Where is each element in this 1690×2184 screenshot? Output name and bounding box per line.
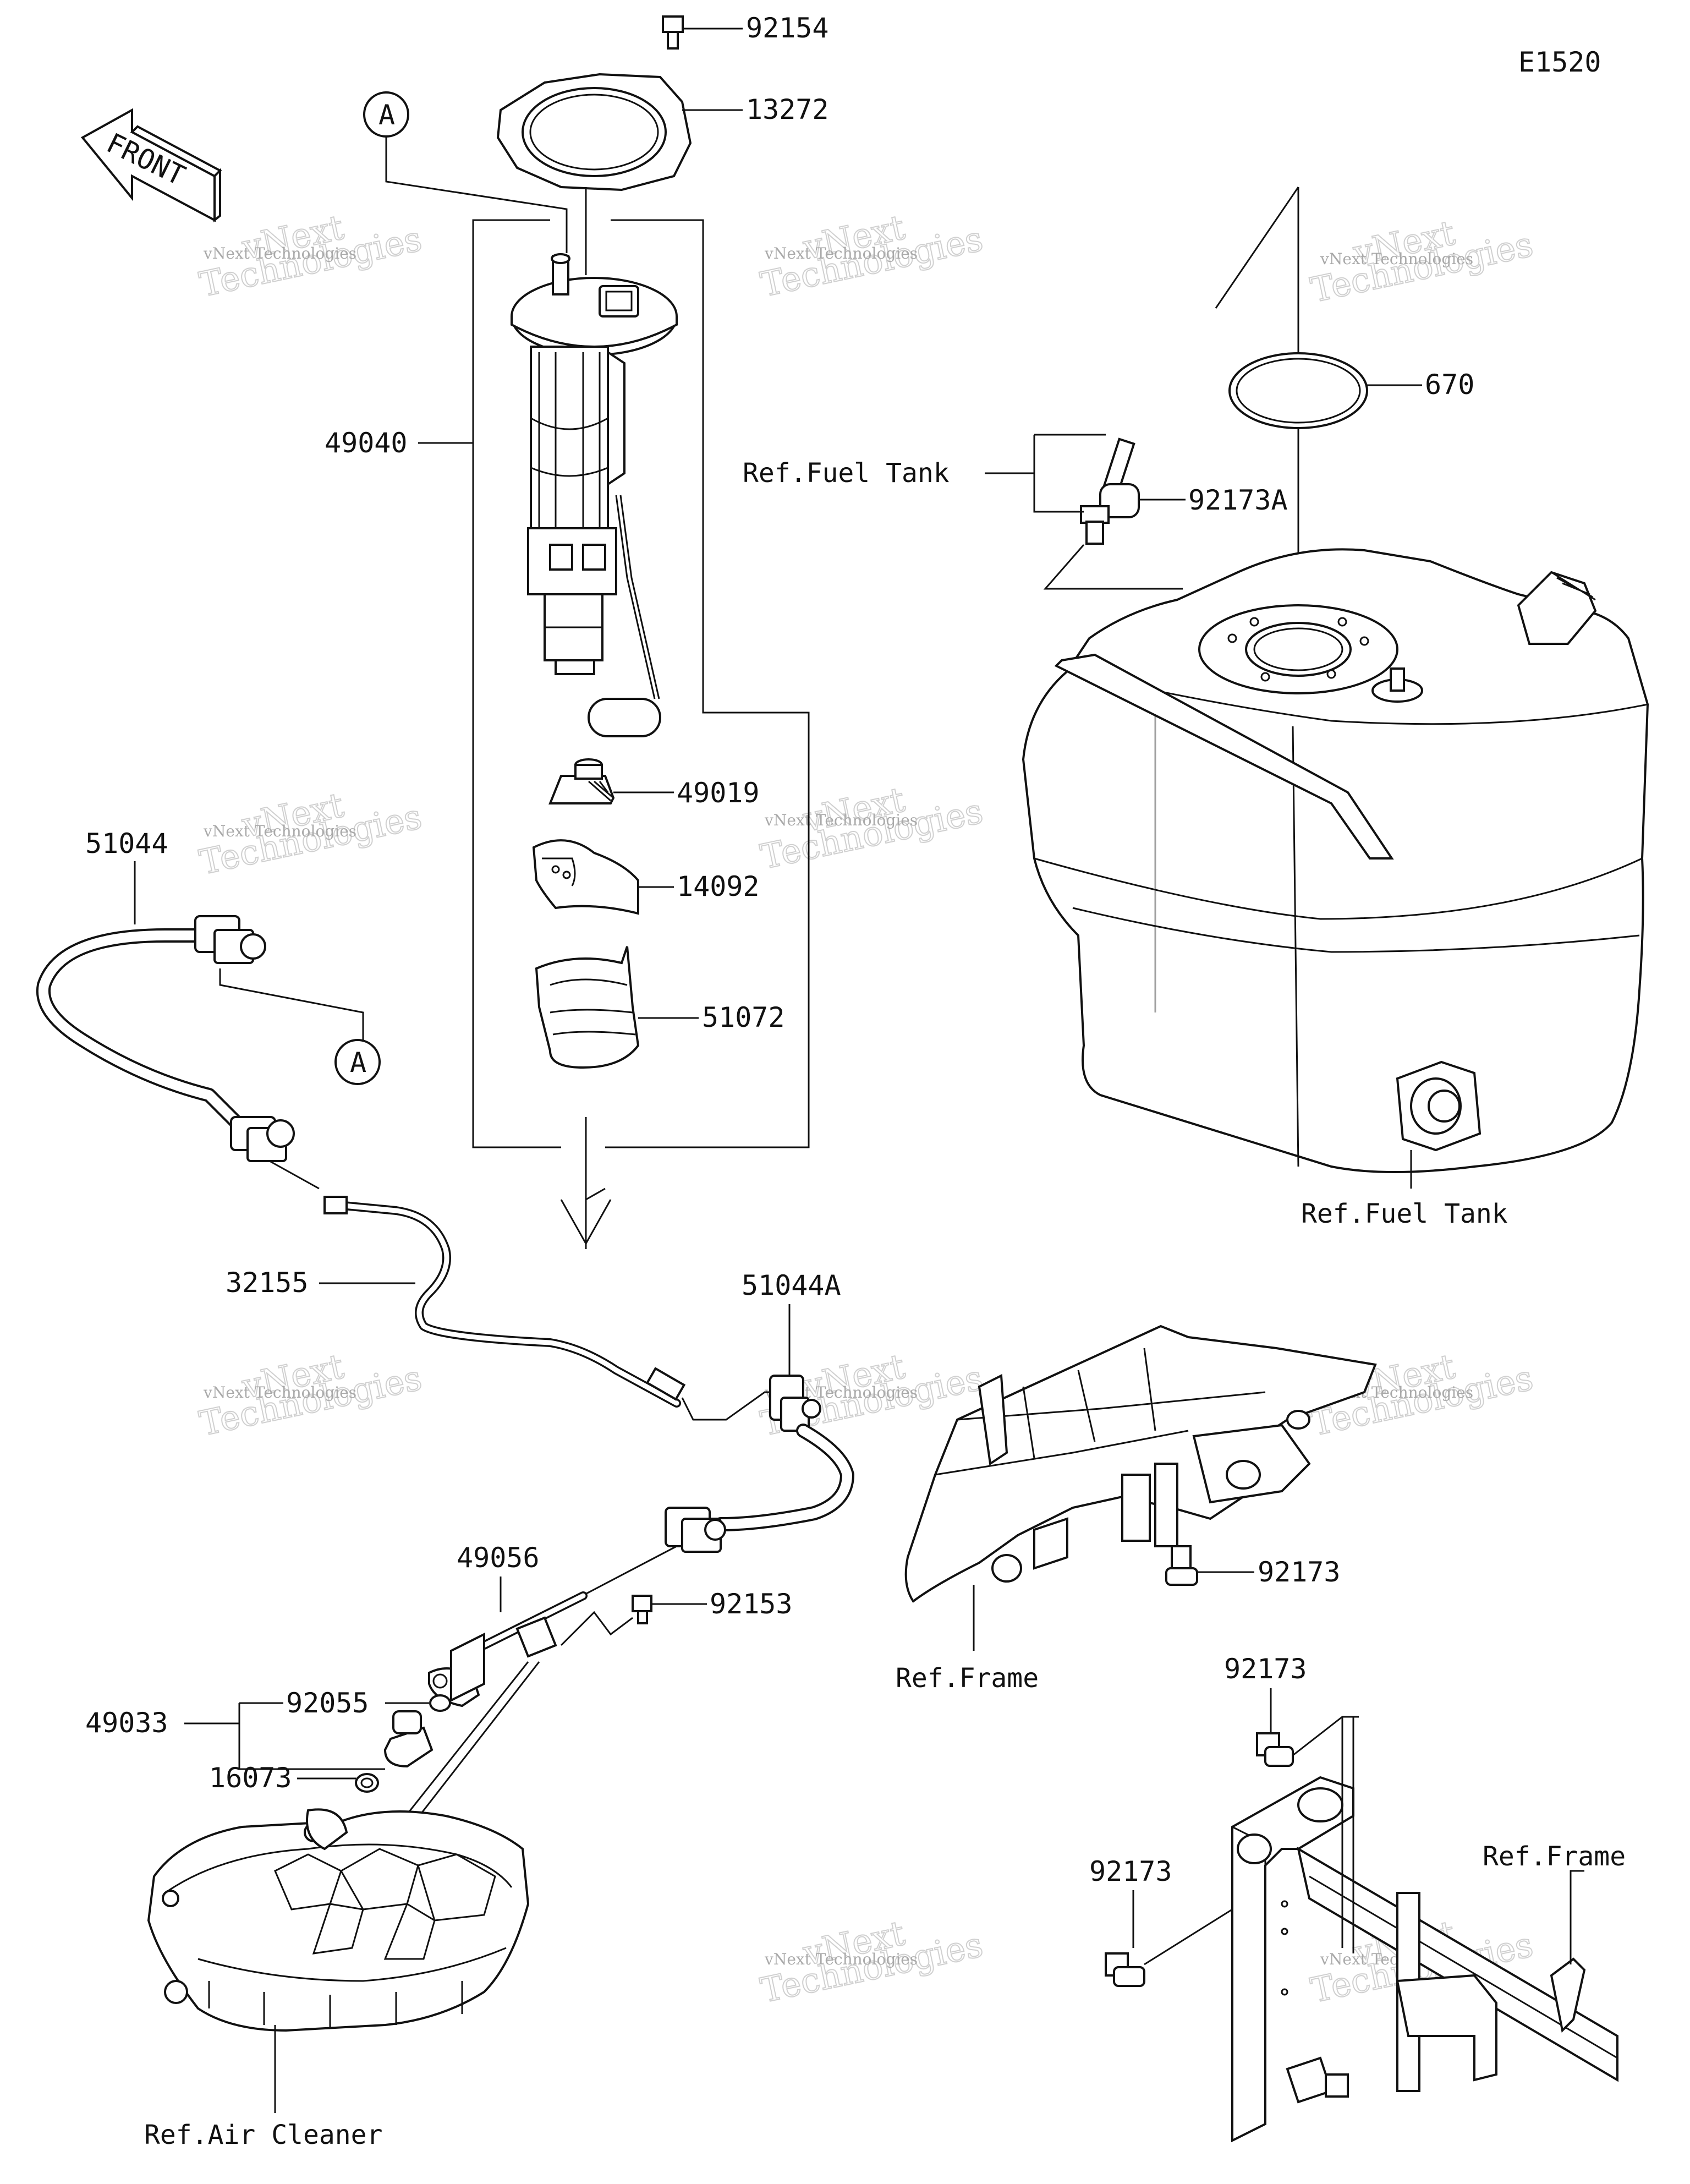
bolt-92154 xyxy=(662,15,684,50)
part-label-51044: 51044 xyxy=(85,828,168,860)
svg-text:vNext Technologies: vNext Technologies xyxy=(203,822,356,840)
part-label-16073: 16073 xyxy=(209,1762,292,1794)
part-label-92173-frame: 92173 xyxy=(1258,1556,1341,1588)
part-label-13272: 13272 xyxy=(746,94,829,125)
part-label-92173-lower-left: 92173 xyxy=(1089,1855,1172,1887)
part-label-92154: 92154 xyxy=(746,12,829,44)
holder-14092 xyxy=(532,839,639,915)
diagram-code: E1520 xyxy=(1518,46,1601,78)
ref-air-cleaner: Ref.Air Cleaner xyxy=(144,2120,382,2150)
part-label-92173a: 92173A xyxy=(1188,484,1288,516)
part-label-92153: 92153 xyxy=(710,1588,793,1620)
callout-a-top: A xyxy=(363,91,409,138)
part-label-49033: 49033 xyxy=(85,1707,168,1739)
clip-92173a xyxy=(1080,437,1140,545)
part-label-92173-lower-top: 92173 xyxy=(1224,1653,1307,1685)
throttle-body-icon xyxy=(378,1545,677,1860)
hose-51044 xyxy=(36,915,295,1162)
part-label-51072: 51072 xyxy=(702,1001,785,1033)
callout-a-hose: A xyxy=(334,1039,381,1085)
svg-text:vNext Technologies: vNext Technologies xyxy=(764,244,918,262)
oring-670 xyxy=(1228,352,1368,429)
gasket-13272 xyxy=(496,73,692,191)
front-arrow-icon: FRONT xyxy=(80,108,222,223)
hose-51044a xyxy=(665,1375,854,1553)
svg-text:vNext Technologies: vNext Technologies xyxy=(203,244,356,262)
clip-92173-lower-top xyxy=(1256,1732,1294,1767)
gasket-16073 xyxy=(355,1773,379,1793)
part-label-49040: 49040 xyxy=(325,427,408,459)
fuel-tank-icon xyxy=(1022,548,1649,1173)
svg-text:vNext Technologies: vNext Technologies xyxy=(764,811,918,829)
frame-lower-icon xyxy=(1231,1776,1618,2143)
part-label-32155: 32155 xyxy=(226,1267,309,1299)
svg-text:vNext Technologies: vNext Technologies xyxy=(203,1383,356,1402)
frame-icon xyxy=(904,1324,1377,1603)
air-cleaner-icon xyxy=(147,1808,530,2032)
part-label-49056: 49056 xyxy=(457,1542,540,1574)
fuel-pump-icon xyxy=(511,253,678,737)
part-label-51044a: 51044A xyxy=(742,1269,841,1301)
part-label-14092: 14092 xyxy=(677,871,760,902)
svg-text:vNext Technologies: vNext Technologies xyxy=(764,1950,918,1968)
cover-51072 xyxy=(535,946,640,1069)
ref-frame-middle: Ref.Frame xyxy=(896,1663,1039,1694)
screw-92153 xyxy=(632,1595,652,1624)
svg-text:A: A xyxy=(350,1047,366,1079)
part-label-49019: 49019 xyxy=(677,777,760,809)
ref-fuel-tank-lower: Ref.Fuel Tank xyxy=(1301,1198,1508,1229)
svg-text:vNext Technologies: vNext Technologies xyxy=(1320,250,1473,268)
clip-92173-frame xyxy=(1165,1545,1198,1586)
ref-frame-lower: Ref.Frame xyxy=(1483,1841,1626,1872)
svg-text:A: A xyxy=(378,99,395,131)
filter-49019 xyxy=(548,758,615,804)
part-label-92055: 92055 xyxy=(286,1687,369,1719)
ref-fuel-tank-upper: Ref.Fuel Tank xyxy=(743,458,950,489)
pipe-32155 xyxy=(323,1196,686,1408)
oring-92055 xyxy=(429,1694,451,1712)
part-label-670: 670 xyxy=(1425,369,1474,401)
clip-92173-lower-left xyxy=(1105,1952,1145,1987)
